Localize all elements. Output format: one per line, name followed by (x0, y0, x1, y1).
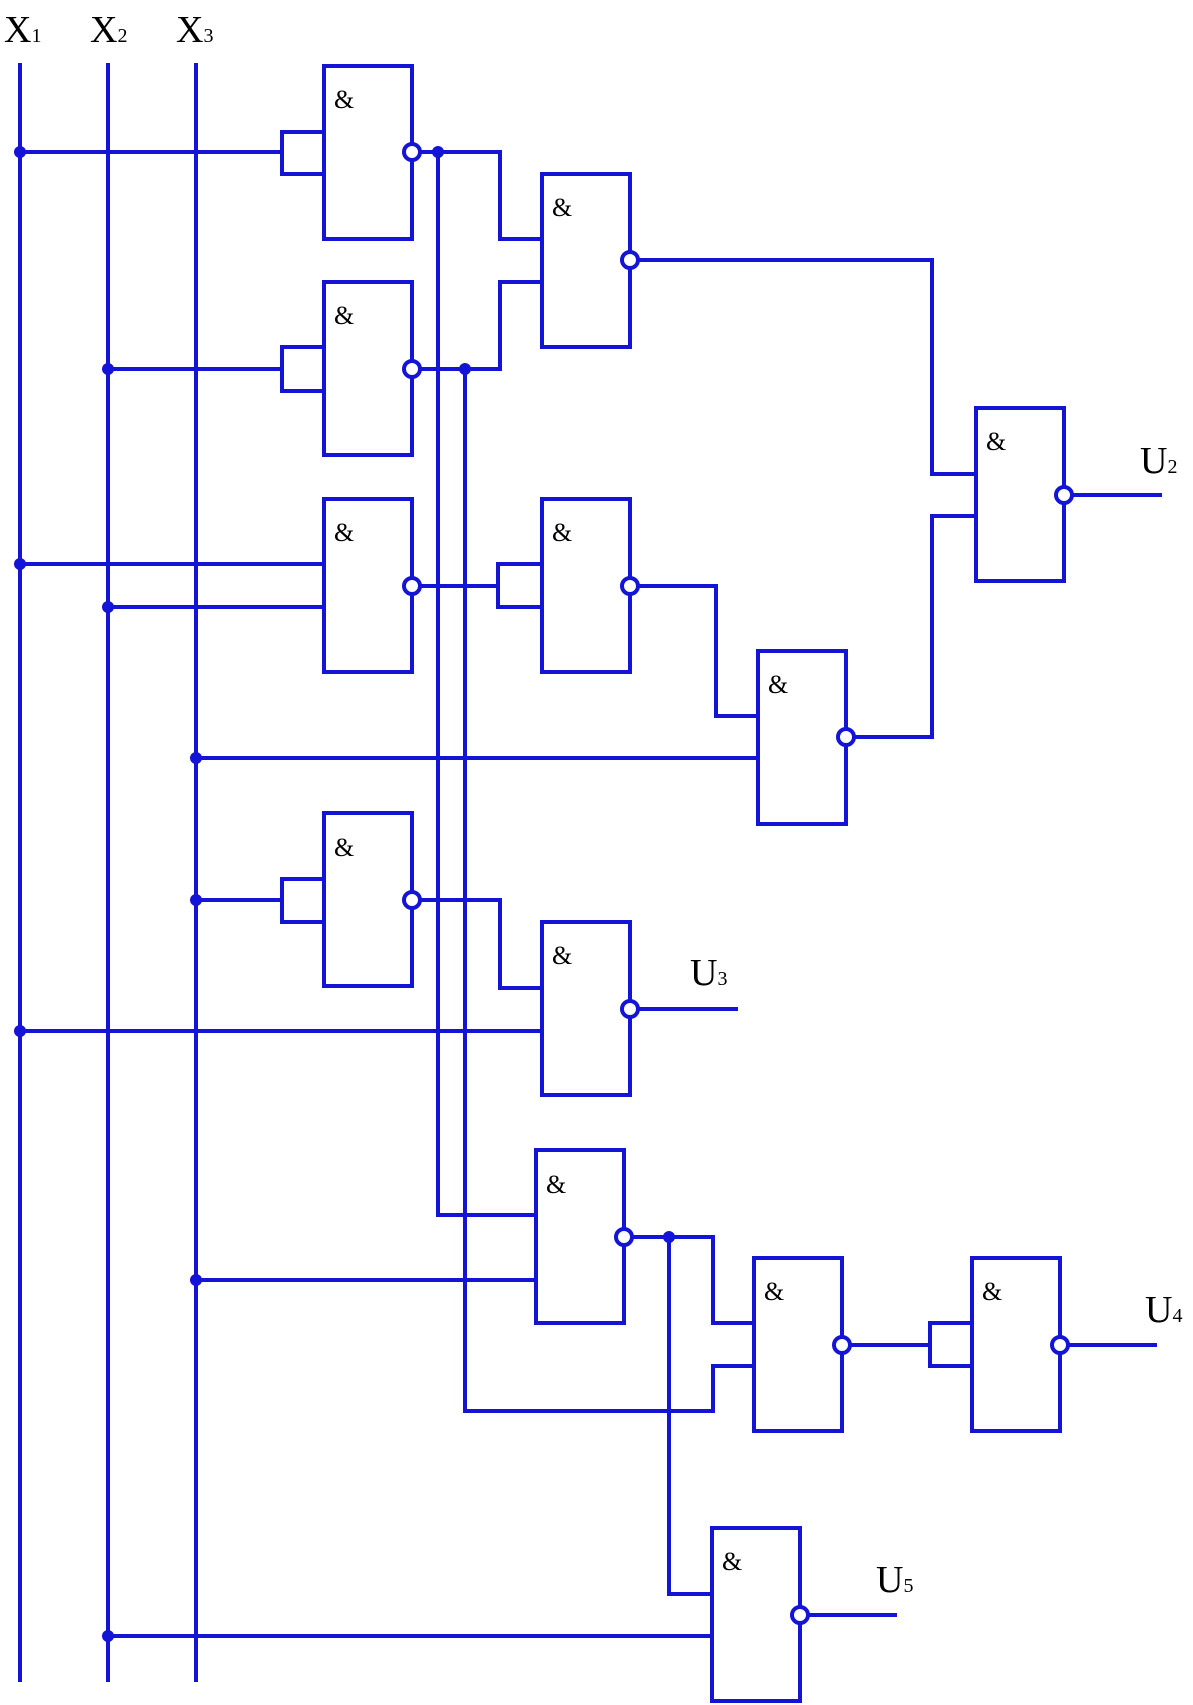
input-label-x2: X2 (90, 9, 127, 51)
negation-bubble (402, 359, 422, 379)
gate-symbol: & (768, 670, 788, 699)
gate-symbol: & (546, 1170, 566, 1199)
gate-symbol: & (334, 85, 354, 114)
junction-dot (102, 601, 114, 613)
output-label-u2: U2 (1140, 440, 1177, 482)
wire-g11-g12 (848, 1321, 974, 1368)
junction-dot (190, 1274, 202, 1286)
wire-x3-g8 (194, 877, 326, 924)
gate-12: & (970, 1256, 1070, 1433)
negation-bubble (620, 999, 640, 1019)
wire-g3-g5 (418, 562, 544, 609)
junction-dot (14, 558, 26, 570)
wire-g5-g6 (636, 584, 760, 718)
gate-symbol: & (982, 1277, 1002, 1306)
junction-dot (663, 1231, 675, 1243)
negation-bubble (402, 142, 422, 162)
negation-bubble (614, 1227, 634, 1247)
gate-1: & (322, 64, 422, 241)
junction-dot (14, 146, 26, 158)
output-label-u3: U3 (690, 952, 727, 994)
wire-g4-g7 (636, 258, 978, 476)
gate-symbol: & (334, 518, 354, 547)
gate-5: & (540, 497, 640, 674)
wire-x2-g2 (106, 345, 326, 393)
junction-dot (459, 363, 471, 375)
gate-symbol: & (764, 1277, 784, 1306)
junction-dot (102, 1630, 114, 1642)
input-label-x1: X1 (4, 9, 41, 51)
negation-bubble (832, 1335, 852, 1355)
wire-g1-g4 (418, 150, 544, 241)
negation-bubble (836, 727, 856, 747)
gate-8: & (322, 811, 422, 988)
gate-symbol: & (334, 833, 354, 862)
junction-dot (102, 363, 114, 375)
negation-bubble (790, 1605, 810, 1625)
gate-symbol: & (552, 941, 572, 970)
gate-13: & (710, 1526, 810, 1703)
gate-3: & (322, 497, 422, 674)
wire-g10-g13 (667, 1235, 714, 1596)
wires (18, 63, 1162, 1682)
gate-symbol: & (334, 301, 354, 330)
negation-bubble (1050, 1335, 1070, 1355)
wire-g1-g10 (436, 150, 538, 1217)
output-label-u5: U5 (876, 1559, 913, 1601)
gate-symbol: & (552, 193, 572, 222)
junction-dot (432, 146, 444, 158)
wire-g8-g9 (418, 898, 544, 990)
negation-bubble (402, 576, 422, 596)
gate-7: & (974, 406, 1074, 583)
gate-4: & (540, 172, 640, 349)
gate-2: & (322, 280, 422, 457)
gate-10: & (534, 1148, 634, 1325)
junction-dot (190, 752, 202, 764)
junction-dots (14, 146, 675, 1642)
wire-g2-g11 (463, 367, 756, 1413)
junction-dot (190, 894, 202, 906)
gate-symbol: & (722, 1547, 742, 1576)
negation-bubble (402, 890, 422, 910)
gate-symbol: & (552, 518, 572, 547)
gate-11: & (752, 1256, 852, 1433)
input-label-x3: X3 (176, 9, 213, 51)
wire-g10-g11 (630, 1235, 756, 1325)
gate-symbol: & (986, 427, 1006, 456)
output-label-u4: U4 (1145, 1289, 1182, 1331)
junction-dot (14, 1025, 26, 1037)
negation-bubble (1054, 485, 1074, 505)
negation-bubble (620, 576, 640, 596)
gate-6: & (756, 649, 856, 826)
wire-g6-g7 (852, 514, 978, 739)
negation-bubble (620, 250, 640, 270)
wire-x1-g1 (18, 130, 326, 176)
gate-9: & (540, 920, 640, 1097)
